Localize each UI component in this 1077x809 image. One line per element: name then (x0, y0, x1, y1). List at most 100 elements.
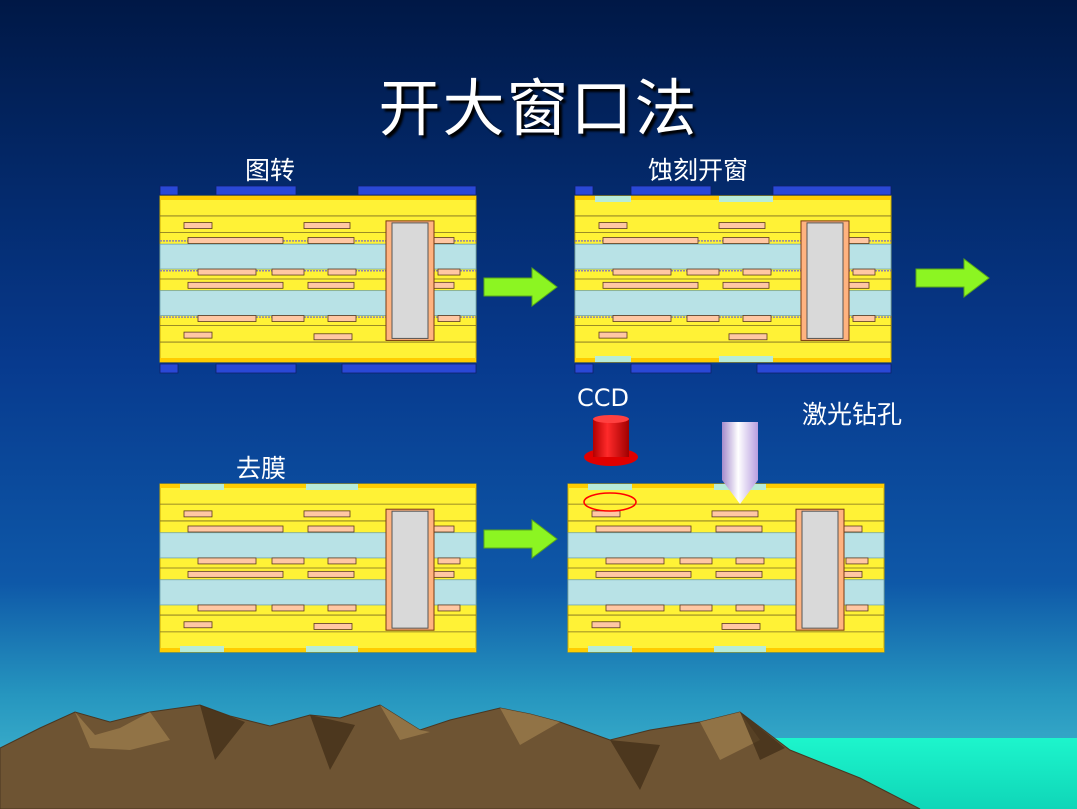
arrow-1 (483, 266, 558, 308)
plated-hole-fill (391, 510, 429, 629)
copper-trace (722, 237, 770, 244)
copper-trace (327, 268, 357, 276)
copper-window-bottom (714, 646, 766, 652)
outer-copper-top (160, 196, 476, 200)
copper-trace (187, 525, 284, 533)
dry-film-bottom (574, 363, 594, 374)
label-pattern-transfer: 图转 (245, 156, 296, 185)
copper-trace (327, 557, 357, 565)
outer-copper-bottom (160, 358, 476, 362)
label-strip-film: 去膜 (236, 454, 287, 483)
copper-trace (679, 557, 713, 565)
copper-trace (742, 315, 772, 322)
dry-film-bottom (341, 363, 477, 374)
label-ccd: CCD (577, 384, 629, 412)
dry-film-bottom (756, 363, 892, 374)
copper-trace (686, 315, 720, 322)
copper-trace (612, 268, 672, 276)
copper-trace (307, 281, 355, 289)
copper-trace (197, 315, 257, 322)
copper-trace (303, 222, 351, 229)
copper-trace (437, 268, 461, 276)
dry-film-top (357, 185, 477, 196)
copper-trace (591, 510, 621, 518)
copper-window-top (306, 484, 358, 490)
etched-window-top (719, 196, 773, 202)
copper-trace (852, 315, 876, 322)
copper-trace (686, 268, 720, 276)
dry-film-bottom (215, 363, 297, 374)
pcb-section-pattern-transfer (159, 185, 477, 374)
copper-window-bottom (588, 646, 632, 652)
copper-trace (313, 333, 353, 341)
copper-trace (735, 604, 765, 612)
copper-window-top (180, 484, 224, 490)
copper-trace (271, 268, 305, 276)
copper-trace (602, 237, 699, 244)
copper-trace (271, 604, 305, 612)
copper-trace (595, 525, 692, 533)
copper-trace (722, 281, 770, 289)
copper-trace (742, 268, 772, 276)
copper-trace (197, 604, 257, 612)
copper-window-top (588, 484, 632, 490)
dry-film-top (630, 185, 712, 196)
etched-window-top (595, 196, 631, 202)
etched-window-bottom (595, 356, 631, 362)
copper-window-bottom (306, 646, 358, 652)
pcb-section-strip-film (159, 483, 477, 653)
copper-trace (437, 315, 461, 322)
copper-trace (715, 570, 763, 578)
copper-trace (602, 281, 699, 289)
laser-beam-icon (722, 422, 758, 504)
copper-trace (303, 510, 351, 518)
pcb-section-etch-window (574, 185, 892, 374)
copper-trace (605, 557, 665, 565)
copper-trace (437, 604, 461, 612)
copper-trace (852, 268, 876, 276)
copper-trace (845, 604, 869, 612)
copper-trace (187, 281, 284, 289)
copper-trace (845, 557, 869, 565)
copper-trace (595, 570, 692, 578)
copper-trace (307, 237, 355, 244)
copper-trace (591, 621, 621, 629)
copper-trace (598, 331, 628, 339)
dry-film-bottom (159, 363, 179, 374)
label-etch-window: 蚀刻开窗 (648, 156, 749, 185)
copper-trace (313, 623, 353, 630)
copper-trace (183, 510, 213, 518)
copper-trace (183, 331, 213, 339)
copper-trace (612, 315, 672, 322)
copper-trace (679, 604, 713, 612)
copper-trace (187, 237, 284, 244)
copper-trace (187, 570, 284, 578)
ccd-camera-icon (584, 415, 638, 466)
copper-trace (327, 315, 357, 322)
copper-trace (437, 557, 461, 565)
copper-trace (307, 570, 355, 578)
copper-trace (605, 604, 665, 612)
copper-trace (728, 333, 768, 341)
copper-trace (183, 621, 213, 629)
pcb-section-laser-drill (567, 483, 885, 653)
dry-film-bottom (630, 363, 712, 374)
copper-trace (307, 525, 355, 533)
plated-hole-fill (801, 510, 839, 629)
arrow-3 (483, 518, 558, 560)
dry-film-top (574, 185, 594, 196)
ccd-target-mark (583, 492, 637, 512)
copper-trace (721, 623, 761, 630)
copper-trace (197, 557, 257, 565)
copper-trace (327, 604, 357, 612)
slide-title: 开大窗口法 (378, 72, 699, 145)
label-laser-drill: 激光钻孔 (802, 400, 903, 429)
copper-trace (715, 525, 763, 533)
copper-trace (711, 510, 759, 518)
copper-window-bottom (180, 646, 224, 652)
plated-hole-fill (391, 222, 429, 339)
arrow-2 (915, 257, 990, 299)
dry-film-top (159, 185, 179, 196)
copper-trace (271, 557, 305, 565)
